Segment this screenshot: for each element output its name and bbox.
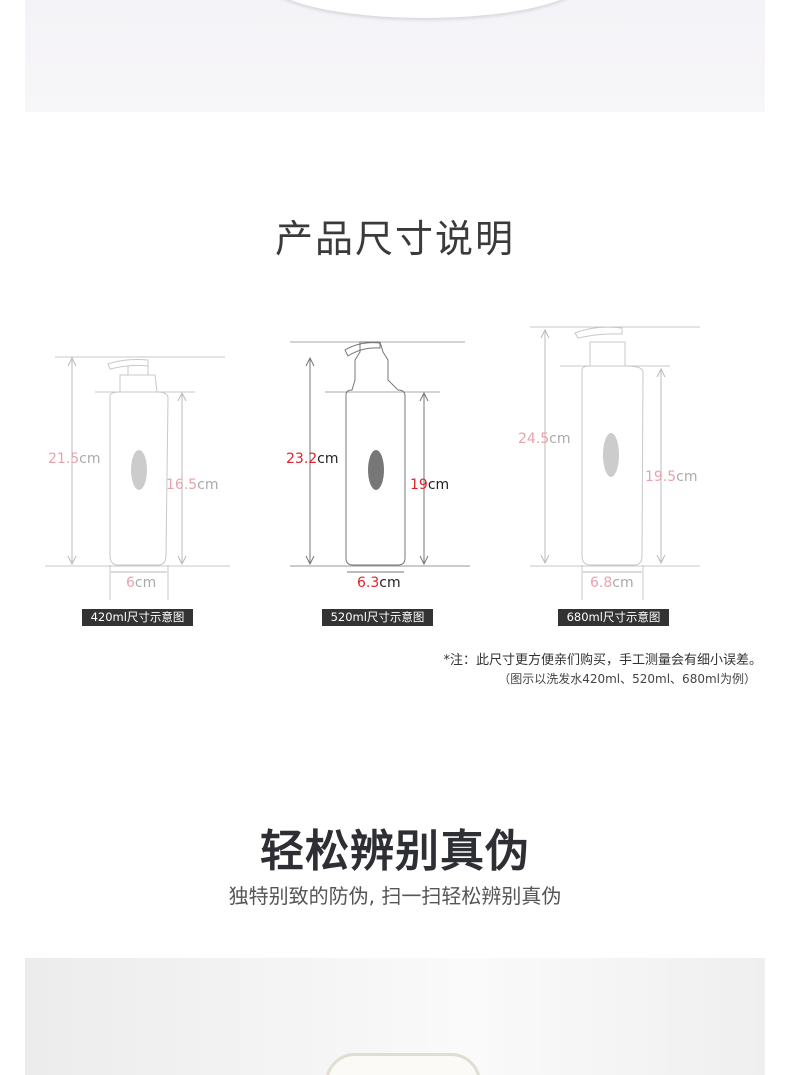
bottle-520-height: 23.2cm xyxy=(286,451,339,467)
height-unit: cm xyxy=(317,451,339,467)
height-unit: cm xyxy=(549,431,571,447)
width-unit: cm xyxy=(612,575,634,591)
height-value: 21.5 xyxy=(48,451,80,467)
bottle-520-width: 6.3cm xyxy=(357,575,401,591)
bottle-680-height: 24.5cm xyxy=(518,431,571,447)
body-value: 19.5 xyxy=(645,469,677,485)
width-value: 6 xyxy=(126,575,135,591)
measurement-note: *注：此尺寸更方便亲们购买，手工测量会有细小误差。 xyxy=(443,653,762,668)
bottle-420-body-height: 16.5cm xyxy=(166,477,219,493)
bottle-680-width: 6.8cm xyxy=(590,575,634,591)
width-value: 6.3 xyxy=(357,575,380,591)
body-value: 16.5 xyxy=(166,477,198,493)
section-title: 产品尺寸说明 xyxy=(274,217,515,261)
body-unit: cm xyxy=(427,477,450,493)
width-value: 6.8 xyxy=(590,575,613,591)
bottle-pump xyxy=(325,1053,481,1075)
height-value: 24.5 xyxy=(518,431,550,447)
caption-420ml: 420ml尺寸示意图 xyxy=(82,609,193,626)
product-photo-bottom xyxy=(25,958,765,1075)
measurement-note-sub: （图示以洗发水420ml、520ml、680ml为例） xyxy=(498,672,756,686)
bottle-680-body-height: 19.5cm xyxy=(645,469,698,485)
body-value: 19 xyxy=(410,477,428,493)
bottle-520-body-height: 19cm xyxy=(410,477,449,493)
width-unit: cm xyxy=(134,575,157,591)
body-unit: cm xyxy=(197,477,219,493)
width-unit: cm xyxy=(379,575,401,591)
bottle-size-diagram xyxy=(45,326,700,600)
authenticity-title: 轻松辨别真伪 xyxy=(260,826,530,877)
body-unit: cm xyxy=(676,469,698,485)
height-unit: cm xyxy=(79,451,101,467)
authenticity-subtitle: 独特别致的防伪, 扫一扫轻松辨别真伪 xyxy=(228,884,562,908)
bottle-420ml xyxy=(45,356,230,600)
caption-680ml: 680ml尺寸示意图 xyxy=(558,609,669,626)
height-value: 23.2 xyxy=(286,451,318,467)
bottle-420-width: 6cm xyxy=(126,575,156,591)
caption-520ml: 520ml尺寸示意图 xyxy=(322,609,433,626)
product-photo-top xyxy=(25,0,765,112)
bottle-680ml xyxy=(530,326,700,600)
bottle-420-height: 21.5cm xyxy=(48,451,101,467)
bottle-520ml xyxy=(290,341,470,573)
